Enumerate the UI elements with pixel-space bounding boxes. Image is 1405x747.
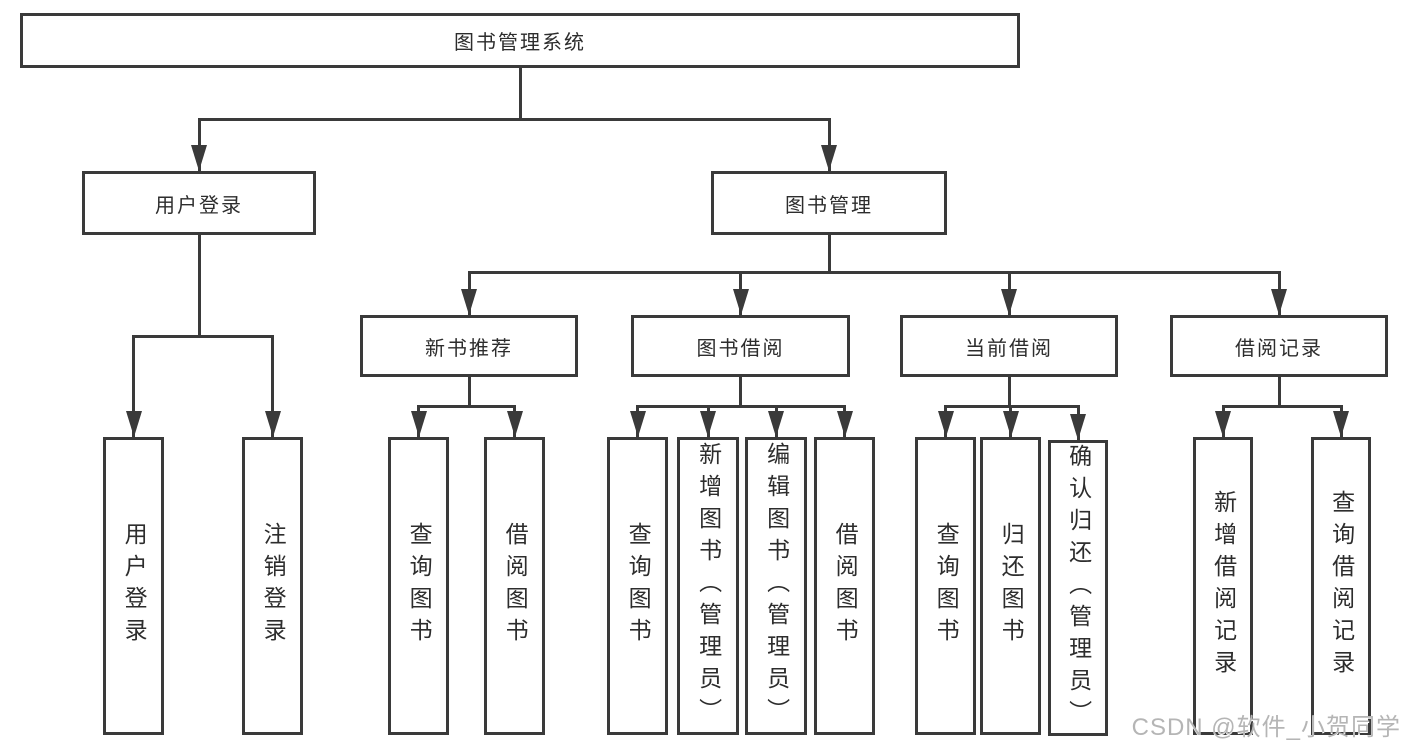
connector-line	[827, 235, 831, 274]
arrow-down-icon	[1215, 411, 1231, 437]
watermark: CSDN @软件_小贺同学	[1131, 714, 1401, 741]
node-label: 查询图书	[625, 522, 652, 650]
node-label: 新书推荐	[425, 337, 513, 360]
arrow-down-icon	[1001, 289, 1017, 315]
arrow-down-icon	[836, 411, 853, 437]
connector-line	[271, 335, 274, 437]
arrow-down-icon	[125, 411, 142, 437]
arrow-down-icon	[410, 411, 427, 437]
connector-line	[739, 377, 742, 408]
node-borrow-books-rec: 借阅图书	[484, 437, 545, 735]
arrow-down-icon	[700, 411, 716, 437]
node-root: 图书管理系统	[20, 13, 1020, 68]
connector-line	[197, 118, 831, 121]
node-label: 用户登录	[121, 522, 148, 650]
node-label: 编辑图书（管理员）	[763, 442, 790, 730]
arrow-down-icon	[937, 411, 954, 437]
node-borrow-records: 借阅记录	[1170, 315, 1388, 377]
node-label: 图书借阅	[696, 337, 785, 360]
connector-line	[1277, 377, 1281, 408]
connector-line	[827, 118, 831, 171]
connector-line	[467, 377, 471, 408]
node-confirm-return: 确认归还（管理员）	[1048, 440, 1108, 736]
node-login: 用户登录	[103, 437, 164, 735]
connector-line	[132, 335, 274, 338]
arrow-down-icon	[264, 411, 281, 437]
node-label: 用户登录	[155, 194, 243, 217]
node-add-borrow-rec: 新增借阅记录	[1193, 437, 1253, 735]
arrow-down-icon	[821, 145, 837, 171]
connector-line	[132, 335, 135, 437]
node-label: 确认归还（管理员）	[1065, 444, 1092, 732]
node-new-book-rec: 新书推荐	[360, 315, 578, 377]
connector-line	[197, 118, 201, 171]
arrow-down-icon	[1271, 289, 1287, 315]
node-label: 注销登录	[260, 522, 287, 650]
node-return-books: 归还图书	[980, 437, 1041, 735]
node-label: 借阅记录	[1235, 337, 1323, 360]
connector-line	[467, 271, 1281, 274]
node-query-books-cur: 查询图书	[915, 437, 976, 735]
node-book-mgmt: 图书管理	[711, 171, 947, 235]
node-label: 查询借阅记录	[1328, 490, 1355, 682]
arrow-down-icon	[732, 289, 749, 315]
node-label: 查询图书	[406, 522, 433, 650]
node-add-books-admin: 新增图书（管理员）	[677, 437, 739, 735]
node-user-login: 用户登录	[82, 171, 316, 235]
arrow-down-icon	[191, 145, 207, 171]
arrow-down-icon	[1002, 411, 1019, 437]
node-query-borrow-rec: 查询借阅记录	[1311, 437, 1371, 735]
arrow-down-icon	[629, 411, 646, 437]
node-edit-books-admin: 编辑图书（管理员）	[745, 437, 807, 735]
connector-line	[636, 405, 846, 408]
node-label: 查询图书	[933, 522, 960, 650]
node-query-books-rec: 查询图书	[388, 437, 449, 735]
connector-line	[417, 405, 516, 408]
node-borrow-books-bb: 借阅图书	[814, 437, 875, 735]
arrow-down-icon	[461, 289, 477, 315]
arrow-down-icon	[1333, 411, 1349, 437]
node-label: 图书管理	[785, 194, 873, 217]
connector-line	[518, 68, 522, 121]
node-label: 图书管理系统	[454, 32, 586, 54]
node-label: 新增借阅记录	[1210, 490, 1237, 682]
connector-line	[1007, 377, 1011, 408]
connector-line	[1221, 405, 1343, 408]
node-current-borrow: 当前借阅	[900, 315, 1118, 377]
node-label: 借阅图书	[502, 522, 529, 650]
node-query-books-bb: 查询图书	[607, 437, 668, 735]
arrow-down-icon	[506, 411, 523, 437]
arrow-down-icon	[1070, 414, 1086, 440]
node-label: 借阅图书	[832, 522, 859, 650]
node-book-borrow: 图书借阅	[631, 315, 850, 377]
node-label: 归还图书	[998, 522, 1025, 650]
node-label: 新增图书（管理员）	[695, 442, 722, 730]
connector-line	[197, 235, 201, 338]
node-label: 当前借阅	[965, 337, 1053, 360]
node-logout: 注销登录	[242, 437, 303, 735]
arrow-down-icon	[768, 411, 784, 437]
